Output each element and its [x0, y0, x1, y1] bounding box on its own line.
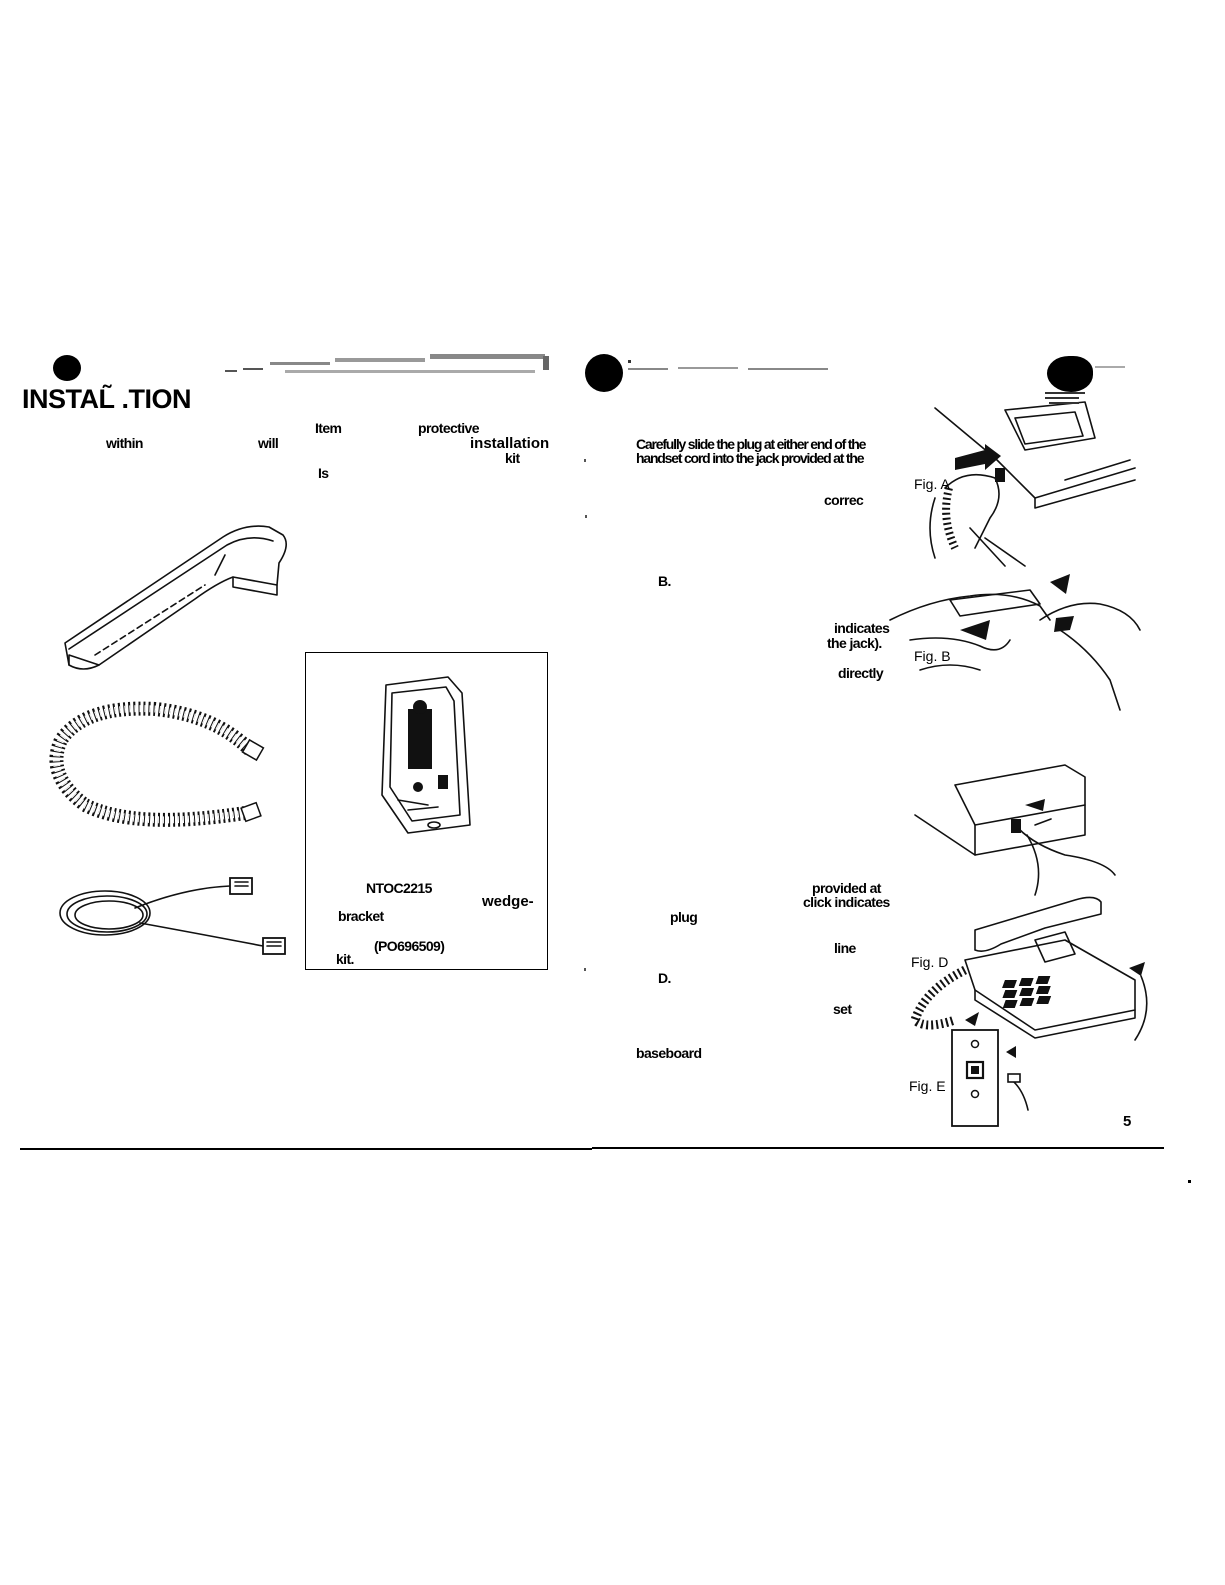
- text-fragment: set: [833, 1001, 852, 1017]
- section-bullet-right: [1047, 356, 1093, 392]
- text-fragment: provided at: [812, 880, 881, 896]
- figure-b-illustration: [889, 574, 1141, 711]
- text-fragment: installation: [470, 435, 550, 452]
- section-bullet: [585, 354, 623, 392]
- wall-mount-bracket-illustration: [381, 676, 471, 834]
- header-speckle: [1095, 360, 1135, 374]
- stray-mark: [585, 515, 587, 518]
- header-speckle: [225, 352, 555, 376]
- figure-d-label: Fig. D: [911, 954, 949, 970]
- intro-line-2: handset cord into the jack provided at t…: [636, 450, 865, 466]
- page-number: 5: [1123, 1113, 1132, 1130]
- header-speckle: [628, 360, 848, 374]
- text-fragment: NTOC2215: [366, 880, 432, 896]
- text-fragment: D.: [658, 970, 671, 986]
- stray-mark: [584, 968, 586, 971]
- figure-a-illustration: [929, 392, 1136, 567]
- text-fragment: indicates: [834, 620, 890, 636]
- right-page: Carefully slide the plug at either end o…: [584, 0, 1225, 1585]
- text-fragment: baseboard: [636, 1045, 702, 1061]
- text-fragment: the jack).: [827, 635, 882, 651]
- text-fragment: kit: [505, 450, 520, 466]
- section-bullet: [53, 355, 81, 381]
- handset-illustration: [64, 525, 287, 670]
- stray-mark: [584, 459, 586, 462]
- page-heading: INSTAL̃ .TION: [22, 384, 192, 414]
- text-fragment: within: [106, 435, 143, 451]
- left-page: INSTAL̃ .TION within will Item protectiv…: [0, 0, 600, 1585]
- left-page-rule: [20, 1148, 592, 1150]
- figure-d-illustration: [909, 896, 1148, 1041]
- intro-line-1: Carefully slide the plug at either end o…: [636, 436, 866, 452]
- figure-e-label: Fig. E: [909, 1078, 946, 1094]
- text-fragment: correc: [824, 492, 864, 508]
- figure-a-label: Fig. A: [914, 476, 950, 492]
- text-fragment: line: [834, 940, 856, 956]
- text-fragment: plug: [670, 909, 698, 925]
- text-fragment: directly: [838, 665, 884, 681]
- text-fragment: bracket: [338, 908, 384, 924]
- figure-c-illustration: [914, 764, 1116, 896]
- right-page-rule: [592, 1147, 1164, 1149]
- text-fragment: protective: [418, 420, 480, 436]
- stray-mark: [1188, 1180, 1191, 1183]
- text-fragment: Is: [318, 465, 329, 481]
- wall-mount-box: NTOC2215 wedge- bracket (PO696509) kit.: [305, 652, 548, 970]
- text-fragment: B.: [658, 573, 671, 589]
- figure-b-label: Fig. B: [914, 648, 951, 664]
- text-fragment: kit.: [336, 951, 354, 967]
- text-fragment: Item: [315, 420, 342, 436]
- text-fragment: click indicates: [803, 894, 890, 910]
- line-cord-illustration: [59, 877, 286, 955]
- text-fragment: will: [258, 435, 279, 451]
- text-fragment: (PO696509): [374, 938, 445, 954]
- text-fragment: wedge-: [482, 893, 534, 910]
- coiled-cord-illustration: [49, 701, 265, 827]
- figure-e-illustration: [951, 1029, 1029, 1127]
